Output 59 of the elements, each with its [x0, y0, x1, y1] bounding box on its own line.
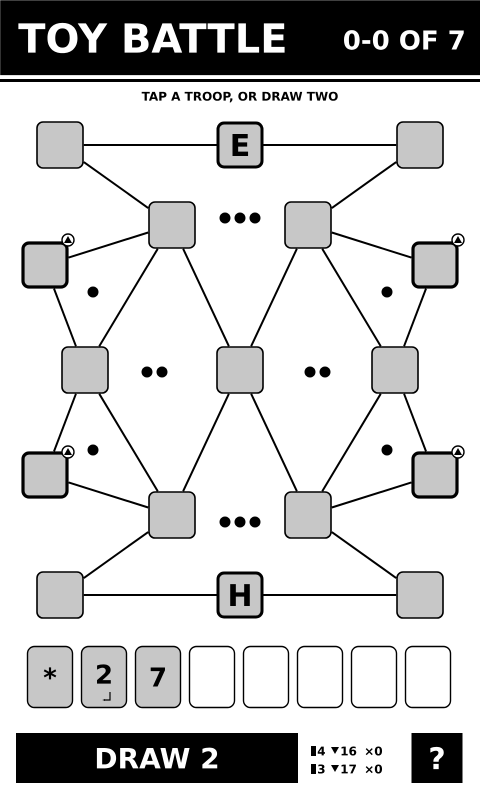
connector-line: [403, 288, 427, 347]
connector-line: [182, 248, 230, 347]
connector-line: [68, 481, 148, 508]
connector-line: [264, 144, 396, 146]
empty-card-slot: [242, 646, 290, 708]
connector-line: [84, 594, 216, 596]
empty-card-slot: [350, 646, 398, 708]
connector-line: [83, 161, 149, 209]
empty-card-slot: [188, 646, 236, 708]
stat-number: ×0: [366, 746, 382, 756]
stat-number: 17: [342, 764, 356, 774]
empty-card-slot: [404, 646, 452, 708]
hand-card: 2: [80, 646, 128, 708]
help-button: ?: [412, 733, 462, 783]
stat-number: 4: [318, 746, 325, 756]
stat-number: 16: [342, 746, 356, 756]
connector-line: [98, 248, 159, 347]
connector-line: [403, 393, 427, 452]
board-square: [396, 121, 444, 169]
hand-card: 7: [134, 646, 182, 708]
connector-line: [332, 481, 412, 508]
title: TOY BATTLE: [18, 22, 285, 54]
board-square: [216, 346, 264, 394]
board-square: [36, 121, 84, 169]
connector-line: [53, 393, 77, 452]
troop-square: [411, 451, 459, 499]
board-square: [61, 346, 109, 394]
base-square: E: [216, 122, 264, 168]
hand-card: *: [26, 646, 74, 708]
troop-square: [411, 241, 459, 289]
connector-line: [321, 248, 382, 347]
connector-line: [331, 531, 397, 579]
base-square: H: [216, 572, 264, 618]
board-square: [284, 491, 332, 539]
connector-line: [53, 288, 77, 347]
board-square: [148, 201, 196, 249]
draw-button: DRAW 2: [16, 733, 298, 783]
empty-card-slot: [296, 646, 344, 708]
connector-line: [83, 531, 149, 579]
troop-square: [21, 451, 69, 499]
stat-number: ×0: [366, 764, 382, 774]
connector-line: [84, 144, 216, 146]
board-square: [284, 201, 332, 249]
board-square: [36, 571, 84, 619]
board-square: [148, 491, 196, 539]
connector-line: [264, 594, 396, 596]
connector-line: [331, 161, 397, 209]
board-square: [371, 346, 419, 394]
connector-line: [98, 393, 159, 492]
connector-line: [250, 393, 298, 492]
board-square: [396, 571, 444, 619]
connector-line: [250, 248, 298, 347]
troop-square: [21, 241, 69, 289]
stat-number: 3: [318, 764, 325, 774]
instruction-text: TAP A TROOP, OR DRAW TWO: [142, 92, 338, 102]
connector-line: [321, 393, 382, 492]
connector-line: [332, 232, 412, 259]
connector-line: [68, 232, 148, 259]
connector-line: [182, 393, 230, 492]
